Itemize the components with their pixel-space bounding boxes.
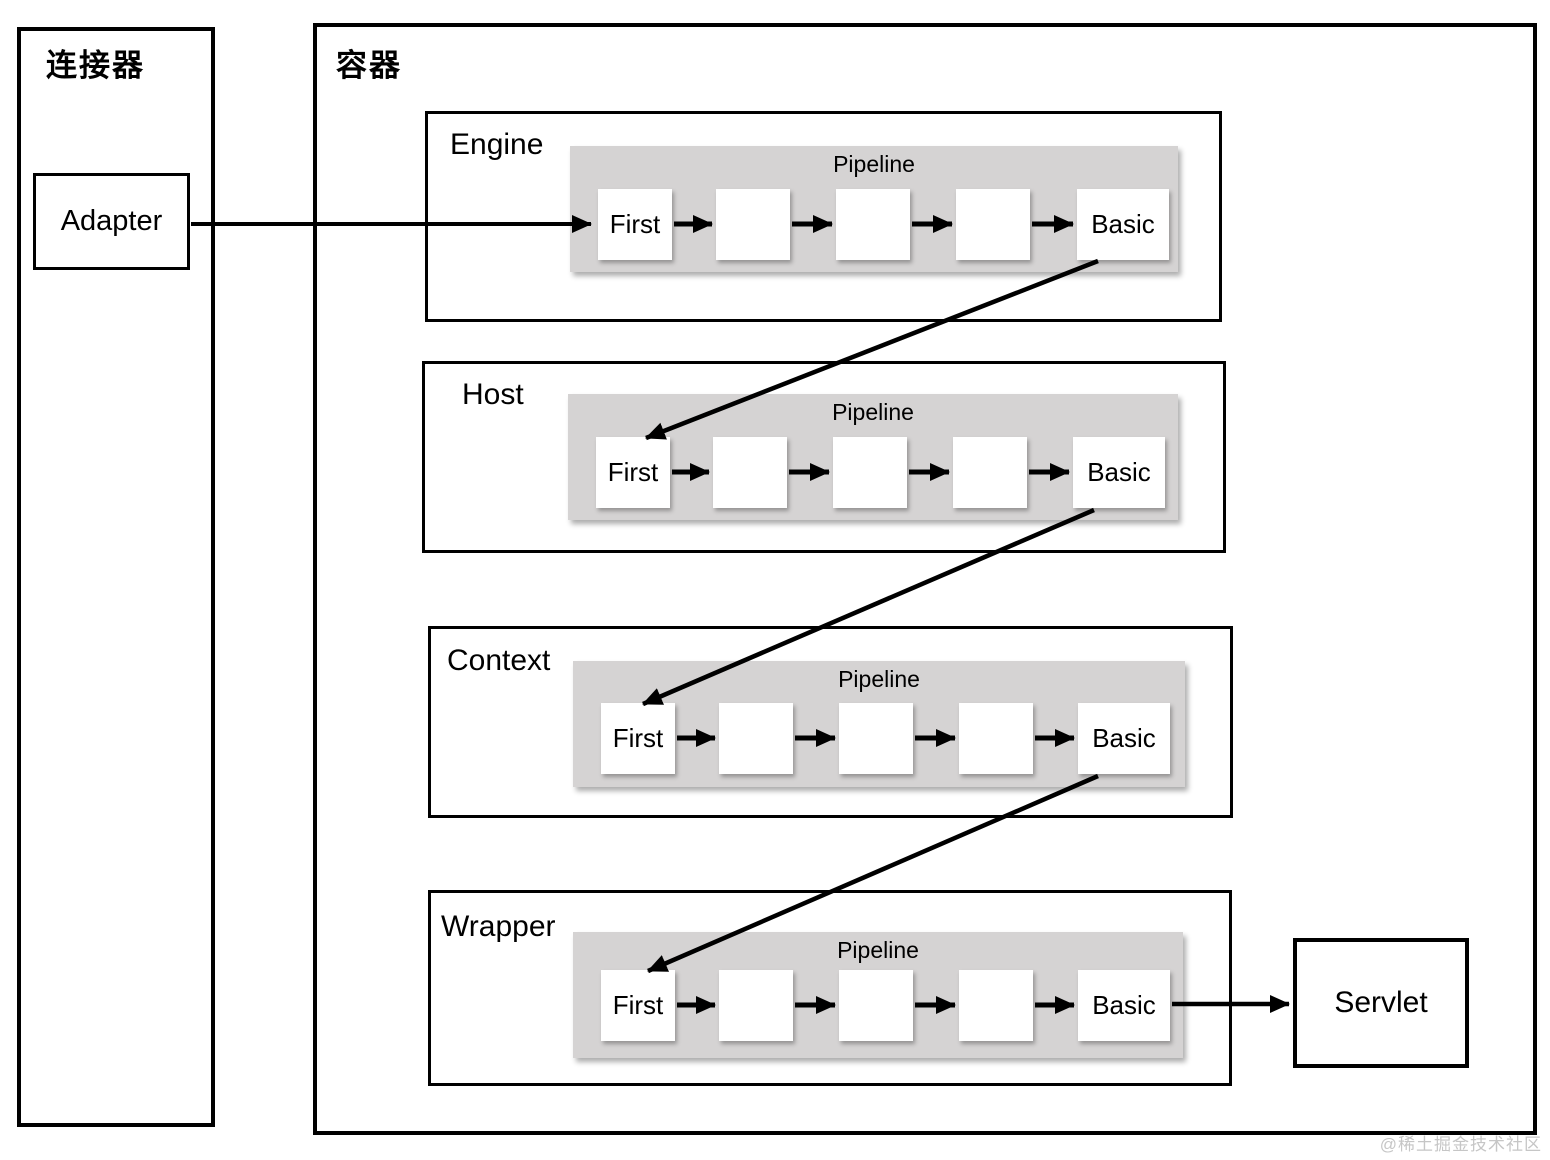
wrapper-valve-basic: Basic xyxy=(1078,970,1170,1041)
engine-first-label: First xyxy=(609,209,661,239)
connector-title: 连接器 xyxy=(46,48,145,83)
engine-label: Engine xyxy=(450,128,544,161)
watermark: @稀土掘金技术社区 xyxy=(1379,1135,1542,1154)
context-basic-label: Basic xyxy=(1092,723,1156,753)
host-pipeline-label: Pipeline xyxy=(832,399,914,425)
context-first-label: First xyxy=(612,723,664,753)
host-valve-empty xyxy=(953,437,1027,508)
adapter-box: Adapter xyxy=(33,173,190,270)
host-valve-empty xyxy=(713,437,787,508)
servlet-label: Servlet xyxy=(1334,986,1428,1019)
context-valve-empty xyxy=(719,703,793,774)
context-valve-empty xyxy=(839,703,913,774)
context-valve-basic: Basic xyxy=(1078,703,1170,774)
context-valve-empty xyxy=(959,703,1033,774)
host-valve-basic: Basic xyxy=(1073,437,1165,508)
wrapper-basic-label: Basic xyxy=(1092,990,1156,1020)
host-basic-label: Basic xyxy=(1087,457,1151,487)
engine-valve-first: First xyxy=(598,189,672,260)
engine-valve-empty xyxy=(716,189,790,260)
container-title: 容器 xyxy=(336,48,402,83)
context-label: Context xyxy=(447,644,551,677)
wrapper-valve-empty xyxy=(959,970,1033,1041)
servlet-box: Servlet xyxy=(1293,938,1469,1068)
engine-valve-basic: Basic xyxy=(1077,189,1169,260)
host-valve-first: First xyxy=(596,437,670,508)
host-label: Host xyxy=(462,378,524,411)
wrapper-pipeline-label: Pipeline xyxy=(837,937,919,963)
adapter-label: Adapter xyxy=(60,205,163,237)
wrapper-valve-empty xyxy=(839,970,913,1041)
engine-valve-empty xyxy=(836,189,910,260)
context-pipeline-label: Pipeline xyxy=(838,666,920,692)
engine-pipeline-label: Pipeline xyxy=(833,151,915,177)
wrapper-first-label: First xyxy=(612,990,664,1020)
host-first-label: First xyxy=(607,457,659,487)
wrapper-label: Wrapper xyxy=(441,910,556,943)
engine-valve-empty xyxy=(956,189,1030,260)
wrapper-valve-empty xyxy=(719,970,793,1041)
host-valve-empty xyxy=(833,437,907,508)
engine-basic-label: Basic xyxy=(1091,209,1155,239)
wrapper-valve-first: First xyxy=(601,970,675,1041)
context-valve-first: First xyxy=(601,703,675,774)
